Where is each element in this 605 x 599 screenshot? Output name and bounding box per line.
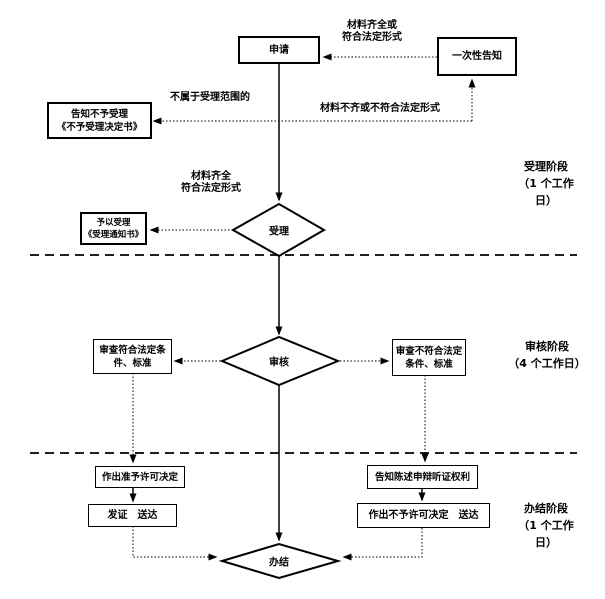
stage-label-completion: 办结阶段 （1 个工作 日） xyxy=(518,502,574,549)
edge-label-not-in-scope: 不属于受理范围的 xyxy=(170,92,250,103)
edge-label-materials-incomplete: 材料不齐或不符合法定形式 xyxy=(320,103,440,114)
node-finish-diamond-label: 办结 xyxy=(269,557,289,569)
node-accept-notice: 予以受理 《受理通知书》 xyxy=(80,212,147,245)
node-notify-rights: 告知陈述申辩听证权利 xyxy=(367,465,478,489)
node-deny-decision: 作出不予许可决定 送达 xyxy=(357,503,490,528)
edge-label-materials-complete-top: 材料齐全或 符合法定形式 xyxy=(342,20,402,43)
node-accept-diamond-label: 受理 xyxy=(269,226,289,238)
node-one-time-notice: 一次性告知 xyxy=(437,37,517,76)
finish-diamond-shape xyxy=(218,542,342,580)
review-diamond-shape xyxy=(219,335,341,387)
node-review-pass: 审查符合法定条 件、标准 xyxy=(93,339,172,374)
node-apply: 申请 xyxy=(238,36,320,64)
node-issue-deliver: 发证 送达 xyxy=(88,504,177,527)
node-review-fail: 审查不符合法定 条件、标准 xyxy=(392,339,466,376)
node-reject-notice: 告知不予受理 《不予受理决定书》 xyxy=(47,102,152,139)
edge-label-materials-complete-mid: 材料齐全 符合法定形式 xyxy=(181,171,241,194)
node-grant-decision: 作出准予许可决定 xyxy=(95,466,185,488)
node-review-diamond-label: 审核 xyxy=(269,357,289,369)
stage-label-acceptance: 受理阶段 （1 个工作 日） xyxy=(518,160,574,207)
dotted-arrow-deny-to-finish xyxy=(342,528,423,561)
stage-label-review: 审核阶段 （4 个工作日） xyxy=(508,340,586,370)
accept-diamond-shape xyxy=(230,202,326,258)
dotted-arrow-issue-to-finish xyxy=(132,526,218,561)
